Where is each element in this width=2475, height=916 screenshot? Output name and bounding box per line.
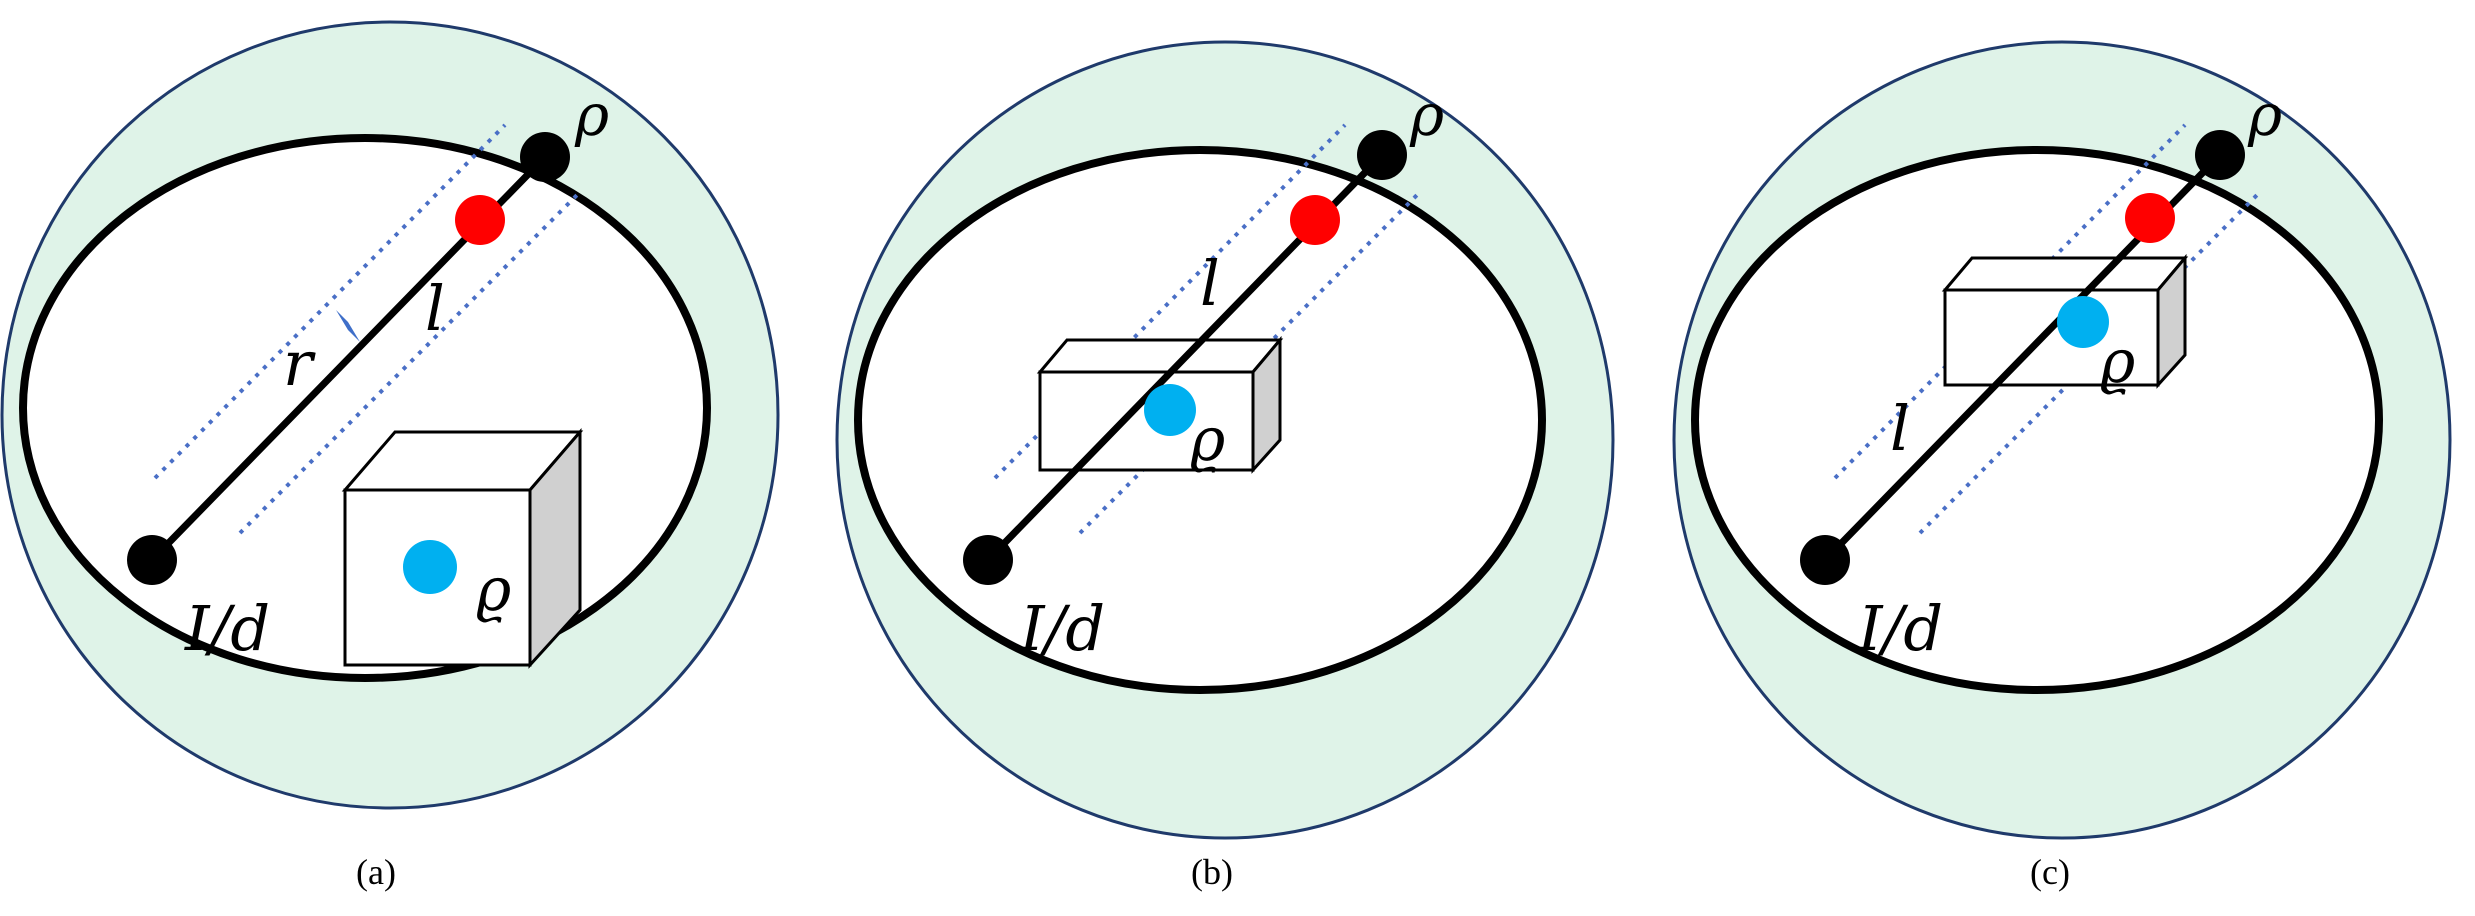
endpoint-label: ρ: [574, 81, 609, 149]
state-point: [2057, 296, 2109, 348]
endpoint-point: [2195, 130, 2245, 180]
state-point: [403, 540, 457, 594]
line-label: l: [1890, 392, 1910, 465]
panel-c: ρ I/d l ϱ (c): [1672, 40, 2452, 892]
endpoint-label: ρ: [1409, 81, 1444, 149]
origin-label: I/d: [1857, 592, 1943, 665]
origin-label: I/d: [184, 592, 270, 665]
origin-point: [963, 535, 1013, 585]
inner-ellipse: [1691, 146, 2383, 694]
panel-b: ρ I/d l ϱ (b): [835, 40, 1615, 892]
state-label: ϱ: [476, 555, 511, 625]
dotted-bound-lower: [238, 190, 582, 535]
caption-a: (a): [356, 852, 396, 892]
right-angle-marker: [336, 310, 360, 342]
intersection-point: [2125, 193, 2175, 243]
line-label: l: [425, 272, 445, 345]
intersection-point: [455, 195, 505, 245]
intersection-point: [1290, 195, 1340, 245]
endpoint-point: [1357, 130, 1407, 180]
endpoint-point: [520, 132, 570, 182]
origin-label: I/d: [1019, 592, 1105, 665]
panel-a: ρ I/d l r ϱ (a): [0, 20, 780, 892]
caption-b: (b): [1191, 852, 1233, 892]
origin-point: [1800, 535, 1850, 585]
state-label: ϱ: [1190, 405, 1225, 475]
radius-label: r: [283, 327, 316, 400]
dotted-bound-lower: [1918, 190, 2262, 535]
origin-point: [127, 535, 177, 585]
state-cube: [341, 427, 584, 669]
state-label: ϱ: [2100, 327, 2135, 397]
state-point: [1144, 384, 1196, 436]
caption-c: (c): [2030, 852, 2070, 892]
line-label: l: [1200, 247, 1220, 320]
endpoint-label: ρ: [2247, 81, 2282, 149]
dotted-bound-lower: [1078, 190, 1422, 535]
